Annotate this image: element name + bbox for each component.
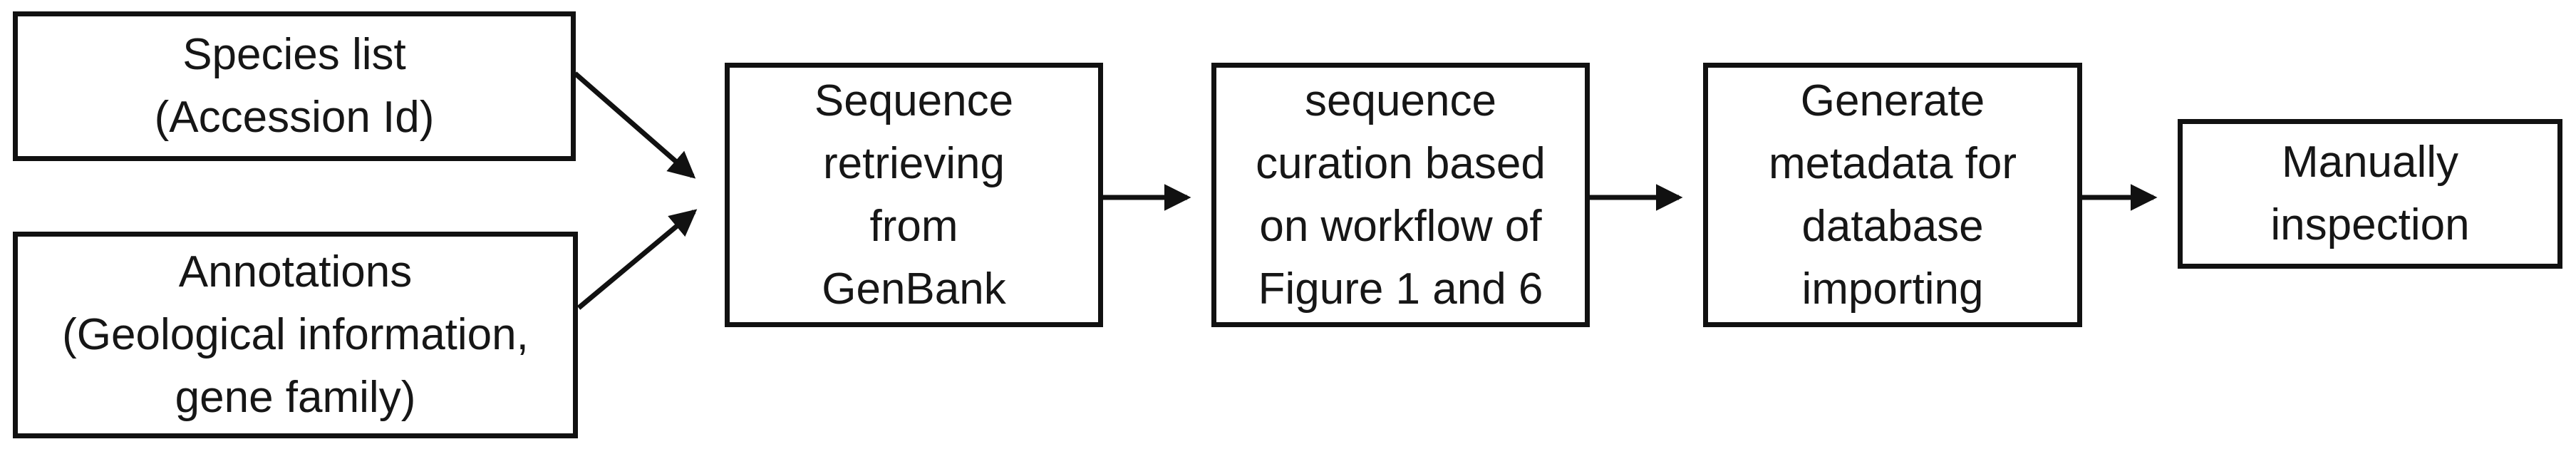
node-line: gene family) <box>175 373 416 422</box>
node-sequence-curation: sequence curation based on workflow of F… <box>1211 63 1590 327</box>
node-line: sequence <box>1305 76 1496 125</box>
arrow-annotations-to-retrieving <box>576 209 698 310</box>
node-line: Species list <box>182 30 406 79</box>
node-line: curation based <box>1256 138 1546 188</box>
node-line: on workflow of <box>1259 201 1542 251</box>
node-line: retrieving <box>823 138 1005 188</box>
node-species-list: Species list (Accession Id) <box>13 11 576 161</box>
node-line: importing <box>1801 264 1984 314</box>
node-line: inspection <box>2270 200 2470 249</box>
node-line: (Accession Id) <box>154 93 435 142</box>
node-line: from <box>869 201 958 251</box>
node-line: GenBank <box>822 264 1006 314</box>
node-line: Annotations <box>178 247 413 297</box>
node-line: database <box>1801 201 1984 251</box>
node-line: Figure 1 and 6 <box>1258 264 1543 314</box>
node-generate-metadata: Generate metadata for database importing <box>1703 63 2082 327</box>
node-line: Generate <box>1800 76 1985 125</box>
node-line: Sequence <box>814 76 1014 125</box>
node-line: metadata for <box>1768 138 2017 188</box>
node-line: (Geological information, <box>62 310 529 359</box>
arrow-species-to-retrieving <box>573 71 696 179</box>
node-manual-inspection: Manually inspection <box>2178 119 2562 269</box>
node-sequence-retrieving: Sequence retrieving from GenBank <box>725 63 1103 327</box>
node-annotations: Annotations (Geological information, gen… <box>13 232 578 438</box>
node-line: Manually <box>2281 138 2459 187</box>
